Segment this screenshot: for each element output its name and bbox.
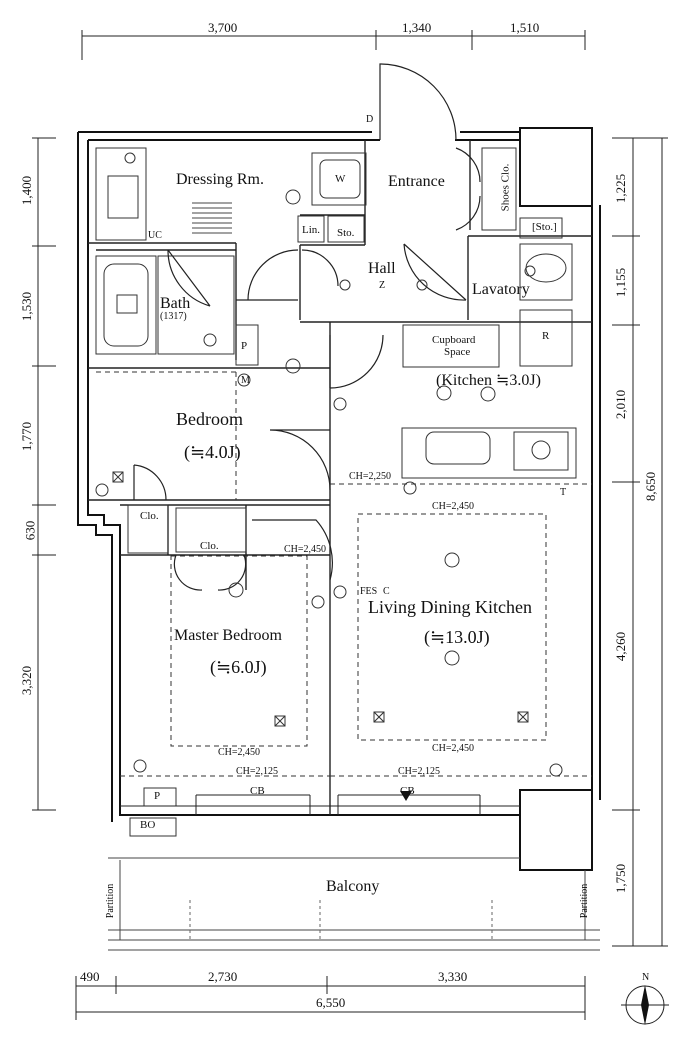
- pipe-space-label: P: [241, 340, 248, 352]
- room-dressing: Dressing Rm.: [176, 171, 264, 188]
- dim-top-2: 1,340: [402, 20, 432, 35]
- d-label: D: [366, 114, 374, 125]
- dim-right-3: 2,010: [613, 389, 629, 420]
- dim-bottom-total: 6,550: [316, 995, 346, 1010]
- dim-bottom-2: 2,730: [208, 969, 238, 984]
- linen-label: Lin.: [302, 224, 321, 236]
- dim-left-2: 1,530: [19, 291, 35, 322]
- room-hall: Hall: [368, 260, 396, 277]
- dim-bottom-3: 3,330: [438, 969, 468, 984]
- room-ldk-size: (≒13.0J): [424, 627, 490, 647]
- cb-label-2: CB: [400, 785, 415, 797]
- room-kitchen: (Kitchen ≒3.0J): [436, 372, 541, 389]
- m-label: M: [241, 375, 250, 386]
- closet-label-1: Clo.: [140, 510, 159, 522]
- ch-master-bottom: CH=2,450: [218, 747, 261, 758]
- ch-ldk-bottom: CH=2,450: [432, 743, 475, 754]
- room-bath-size: (1317): [160, 311, 187, 322]
- fes-label: FES: [360, 586, 378, 597]
- dim-left-5: 3,320: [19, 665, 35, 696]
- dim-top-3: 1,510: [510, 20, 540, 35]
- dim-right-2: 1,155: [613, 267, 629, 298]
- dim-top-1: 3,700: [208, 20, 238, 35]
- dim-right-4: 4,260: [613, 631, 629, 662]
- room-bath: Bath: [160, 295, 191, 312]
- partition-label-left: Partition: [105, 883, 117, 919]
- uc-label: UC: [148, 230, 162, 241]
- dim-right-5: 1,750: [613, 863, 629, 894]
- z-label: Z: [379, 280, 386, 291]
- storage-bracket-label: [Sto.]: [532, 221, 557, 233]
- dim-right-total: 8,650: [643, 471, 659, 502]
- dim-left-3: 1,770: [19, 421, 35, 452]
- t-label: T: [560, 487, 567, 498]
- room-bedroom: Bedroom: [176, 409, 243, 429]
- room-lavatory: Lavatory: [472, 281, 530, 298]
- ch-window-left: CH=2,125: [236, 766, 279, 777]
- ch-window-right: CH=2,125: [398, 766, 441, 777]
- ch-kitchen: CH=2,250: [349, 471, 392, 482]
- room-ldk: Living Dining Kitchen: [368, 597, 532, 617]
- shoes-closet-label: Shoes Clo.: [499, 163, 512, 212]
- pipe-space-label-2: P: [154, 790, 161, 802]
- compass-north-label: N: [642, 972, 650, 983]
- dim-left-1: 1,400: [19, 175, 35, 206]
- room-bedroom-size: (≒4.0J): [184, 442, 241, 462]
- c-label: C: [383, 586, 390, 597]
- closet-label-2: Clo.: [200, 540, 219, 552]
- dim-right-1: 1,225: [613, 173, 629, 204]
- cb-label-1: CB: [250, 785, 265, 797]
- washer-label: W: [335, 173, 346, 185]
- dim-left-4: 630: [22, 520, 38, 541]
- storage-label: Sto.: [337, 227, 355, 239]
- ch-ldk-top: CH=2,450: [432, 501, 475, 512]
- cupboard-label-2: Space: [444, 346, 471, 358]
- room-master-bedroom: Master Bedroom: [174, 627, 282, 644]
- compass-icon: [621, 985, 669, 1025]
- partition-label-right: Partition: [579, 883, 591, 919]
- room-balcony: Balcony: [326, 878, 380, 895]
- room-master-size: (≒6.0J): [210, 657, 267, 677]
- refrigerator-label: R: [542, 330, 550, 342]
- cupboard-label-1: Cupboard: [432, 334, 476, 346]
- ch-master-top: CH=2,450: [284, 544, 327, 555]
- bo-label: BO: [140, 819, 156, 831]
- dim-bottom-1: 490: [80, 969, 100, 984]
- room-entrance: Entrance: [388, 173, 445, 190]
